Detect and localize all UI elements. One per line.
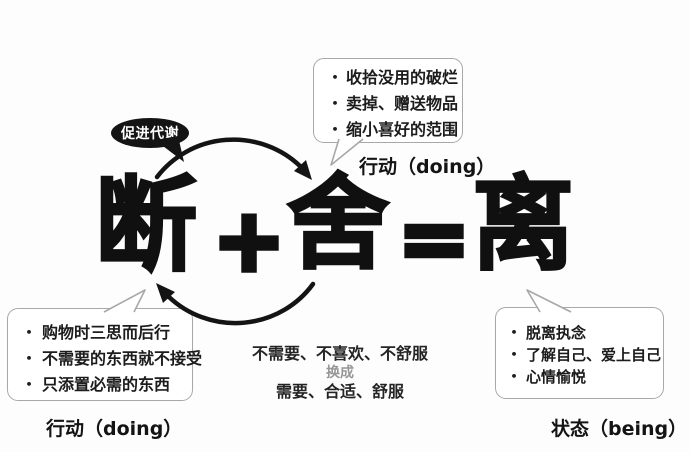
list-item-text: 脱离执念 [526, 324, 587, 342]
bullet-icon: • [510, 370, 518, 383]
bullet-icon: • [25, 326, 33, 339]
list-item-text: 心情愉悦 [526, 368, 587, 386]
doing-label-bottom: 行动（doing） [46, 418, 183, 440]
equation-term-duan: 断 [94, 167, 199, 286]
list-item: • 了解自己、爱上自己 [502, 345, 661, 367]
equation-term-li: 离 [471, 166, 576, 285]
swap-note-before: 不需要、不喜欢、不舒服 [251, 344, 428, 363]
metabolism-label: 促进代谢 [121, 126, 179, 142]
list-item-text: 购物时三思而后行 [42, 323, 171, 342]
list-item: • 收拾没用的破烂 [324, 66, 458, 92]
list-item-text: 只添置必需的东西 [42, 375, 171, 394]
swap-note-keyword: 换成 [326, 365, 354, 381]
bullet-icon: • [25, 378, 33, 391]
list-item-text: 缩小喜好的范围 [346, 120, 459, 139]
list-item-text: 收拾没用的破烂 [346, 68, 459, 87]
list-item: • 只添置必需的东西 [16, 373, 190, 399]
plus-sign: + [210, 191, 288, 291]
being-label: 状态（being） [551, 418, 688, 440]
list-item: • 不需要的东西就不接受 [16, 347, 202, 373]
doing-label-top: 行动（doing） [359, 156, 496, 178]
bullet-icon: • [510, 326, 518, 339]
list-item-text: 卖掉、赠送物品 [346, 94, 459, 113]
list-item: • 卖掉、赠送物品 [324, 92, 458, 118]
metabolism-callout: 促进代谢 [111, 118, 189, 148]
top-bubble-list: • 收拾没用的破烂 • 卖掉、赠送物品 • 缩小喜好的范围 [324, 66, 458, 144]
list-item-text: 不需要的东西就不接受 [42, 349, 203, 368]
right-speech-bubble: • 脱离执念 • 了解自己、爱上自己 • 心情愉悦 [495, 307, 664, 399]
list-item: • 心情愉悦 [502, 367, 661, 389]
swap-note: 不需要、不喜欢、不舒服 换成 需要、合适、舒服 [225, 344, 455, 402]
top-speech-bubble: • 收拾没用的破烂 • 卖掉、赠送物品 • 缩小喜好的范围 [313, 58, 463, 143]
list-item: • 缩小喜好的范围 [324, 118, 458, 144]
equals-sign: = [395, 189, 473, 289]
bullet-icon: • [331, 97, 339, 110]
list-item: • 脱离执念 [502, 323, 661, 345]
left-speech-bubble: • 购物时三思而后行 • 不需要的东西就不接受 • 只添置必需的东西 [7, 308, 202, 401]
bullet-icon: • [331, 123, 339, 136]
list-item: • 购物时三思而后行 [16, 321, 190, 347]
right-bubble-list: • 脱离执念 • 了解自己、爱上自己 • 心情愉悦 [502, 323, 661, 389]
swap-note-after: 需要、合适、舒服 [275, 382, 404, 401]
bullet-icon: • [510, 348, 518, 361]
arrowhead-left-icon [156, 283, 175, 303]
left-bubble-list: • 购物时三思而后行 • 不需要的东西就不接受 • 只添置必需的东西 [16, 321, 202, 399]
bullet-icon: • [25, 352, 33, 365]
bullet-icon: • [331, 71, 339, 84]
list-item-text: 了解自己、爱上自己 [526, 346, 662, 364]
equation-term-she: 舍 [286, 165, 391, 284]
